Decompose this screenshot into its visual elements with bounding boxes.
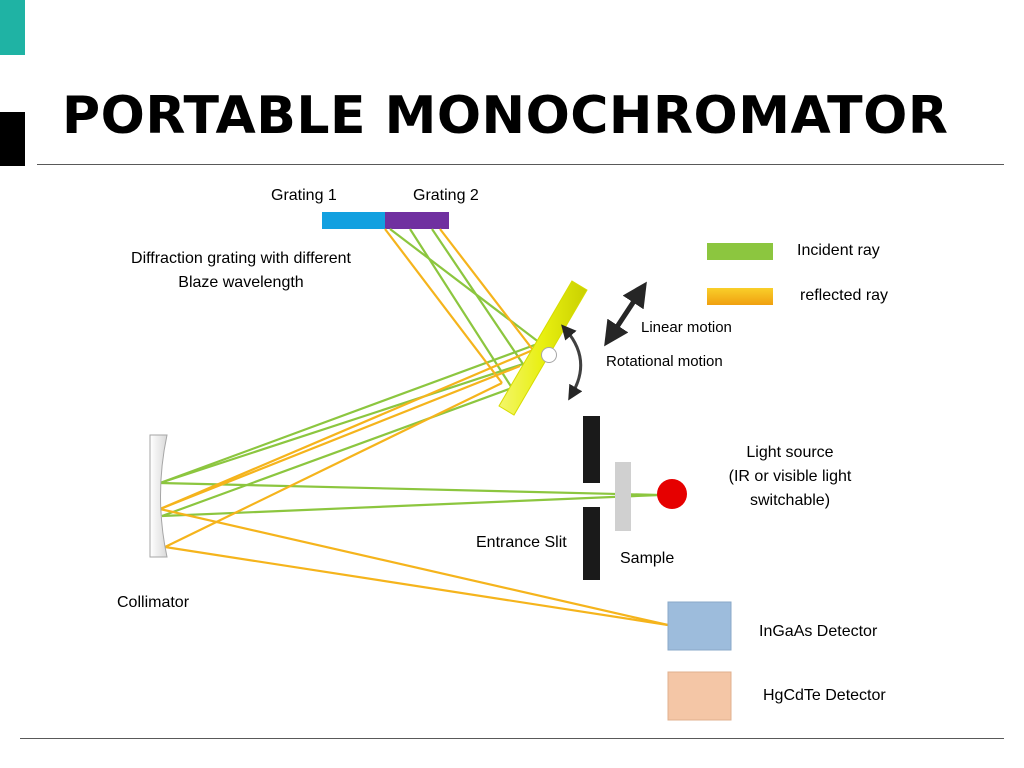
rotating-mirror: [498, 280, 588, 416]
legend-incident-swatch: [707, 243, 773, 260]
legend-incident-label: Incident ray: [797, 242, 880, 259]
grating-1: [322, 212, 385, 229]
hgcdte-detector: [667, 671, 732, 721]
accent-bar-teal: [0, 0, 25, 55]
light-source-label: Light source (IR or visible light switch…: [700, 441, 880, 513]
legend-reflected-label: reflected ray: [800, 287, 889, 304]
ingaas-detector-label: InGaAs Detector: [759, 623, 878, 640]
grating-2-label: Grating 2: [413, 187, 479, 204]
ingaas-detector: [667, 601, 732, 651]
collimator: [149, 434, 168, 558]
footer-divider: [20, 738, 1004, 739]
grating-description: Diffraction grating with different Blaze…: [100, 247, 382, 295]
reflected-rays: [159, 228, 669, 627]
page-title: PORTABLE MONOCHROMATOR: [62, 86, 949, 146]
accent-bar-black: [0, 112, 25, 166]
incident-rays: [159, 228, 661, 518]
rotational-motion-label: Rotational motion: [606, 353, 723, 370]
sample-label: Sample: [620, 550, 675, 567]
rotational-motion-arrow: [561, 324, 583, 401]
linear-motion-label: Linear motion: [641, 319, 732, 336]
grating-1-label: Grating 1: [271, 187, 337, 204]
collimator-label: Collimator: [117, 594, 190, 611]
entrance-slit-lower: [583, 507, 600, 580]
entrance-slit-upper: [583, 416, 600, 483]
grating-description-line-1: Diffraction grating with different: [131, 250, 351, 267]
grating-description-line-2: Blaze wavelength: [178, 274, 304, 291]
light-source-label-line-2: (IR or visible light: [728, 468, 852, 485]
entrance-slit-label: Entrance Slit: [476, 534, 567, 551]
light-source-label-line-1: Light source: [746, 444, 834, 461]
legend-reflected-swatch: [707, 288, 773, 305]
sample-holder: [615, 462, 631, 531]
hgcdte-detector-label: HgCdTe Detector: [763, 687, 886, 704]
grating-2: [385, 212, 449, 229]
linear-motion-arrow: [604, 281, 647, 347]
mirror-pivot: [541, 347, 557, 363]
light-source-label-line-3: switchable): [749, 492, 831, 509]
light-source: [657, 479, 687, 509]
title-divider: [37, 164, 1004, 165]
